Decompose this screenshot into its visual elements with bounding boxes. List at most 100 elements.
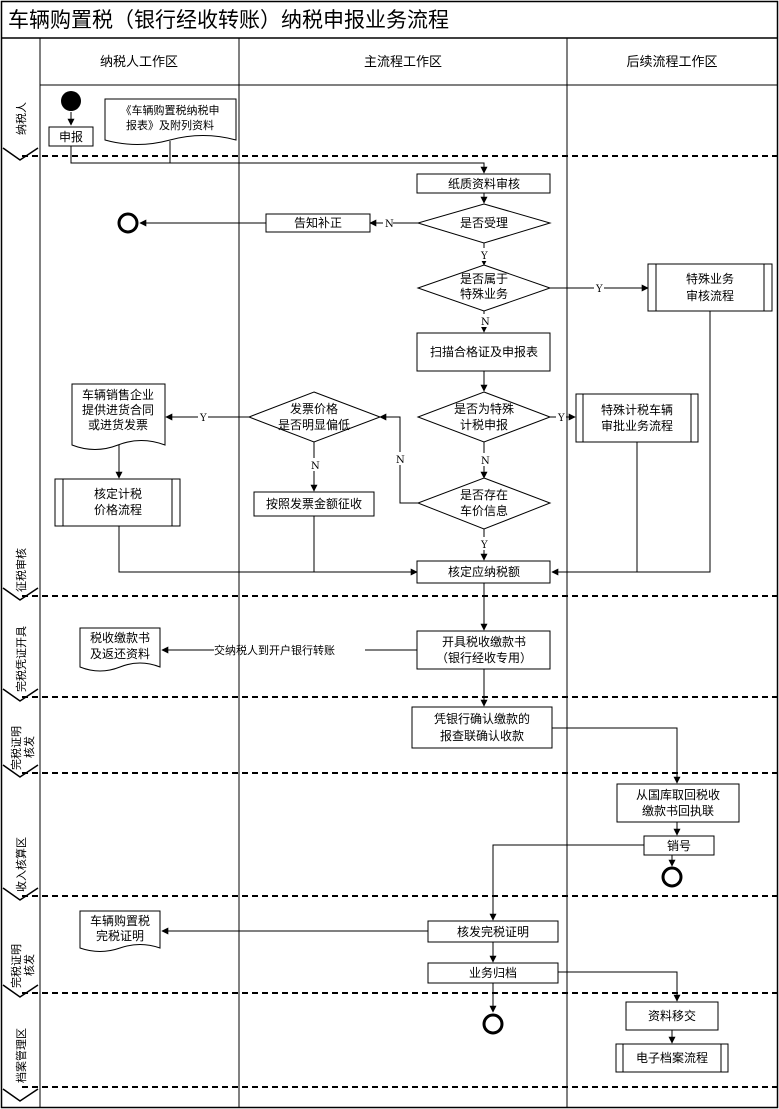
dealer-doc-line2: 提供进货合同 bbox=[82, 402, 154, 417]
lane-chevron-2 bbox=[2, 587, 39, 601]
edge-label-special-no: N bbox=[481, 317, 490, 328]
issue-cert-label: 核发完税证明 bbox=[457, 924, 529, 939]
edge-label-special-yes: Y bbox=[595, 284, 603, 295]
cancel-box bbox=[643, 835, 715, 856]
form-doc-line2: 报表》及附列资料 bbox=[126, 118, 214, 132]
e-archive-box bbox=[615, 1043, 729, 1073]
dealer-doc-line1: 车辆销售企业 bbox=[82, 387, 154, 402]
lane-chevron-3 bbox=[2, 688, 39, 702]
verify-price-line1: 核定计税 bbox=[94, 486, 142, 501]
special-tax-decision bbox=[416, 391, 552, 443]
edge-specialreview-calc bbox=[551, 311, 711, 576]
notify-fix-label: 告知补正 bbox=[294, 216, 342, 230]
bank-confirm-line1: 凭银行确认缴款的 bbox=[434, 711, 530, 726]
accept-decision bbox=[416, 203, 552, 244]
price-exists-line2: 车价信息 bbox=[460, 503, 508, 518]
lane-label-archive: 档案管理区 bbox=[14, 1028, 28, 1083]
cert-doc-line1: 车辆购置税 bbox=[90, 913, 150, 928]
edge-apply-review bbox=[70, 146, 488, 174]
cert-doc-line2: 完税证明 bbox=[96, 928, 144, 943]
bank-confirm-line2: 报查联确认收款 bbox=[440, 728, 524, 743]
archive-box bbox=[427, 962, 559, 984]
calc-tax-box bbox=[416, 560, 551, 584]
issue-voucher-box bbox=[416, 630, 551, 670]
end-node-1 bbox=[117, 212, 139, 234]
price-exists-decision bbox=[416, 477, 552, 530]
by-invoice-label: 按照发票金额征收 bbox=[266, 496, 362, 511]
column-head-taxpayer: 纳税人工作区 bbox=[100, 55, 178, 70]
lane-chevron-6 bbox=[2, 984, 39, 998]
paper-review-label: 纸质资料审核 bbox=[448, 176, 520, 191]
lane-label-tax-review: 征税审核 bbox=[14, 548, 28, 592]
lane-label-revenue: 收入核算区 bbox=[14, 837, 28, 892]
special-decision bbox=[416, 264, 552, 312]
column-head-main: 主流程工作区 bbox=[364, 55, 442, 70]
special-review-box bbox=[647, 263, 773, 312]
special-decision-line2: 特殊业务 bbox=[460, 286, 508, 301]
transfer-label: 资料移交 bbox=[648, 1008, 696, 1023]
apply-box bbox=[48, 126, 94, 147]
return-doc-line1: 税收缴款书 bbox=[90, 630, 150, 645]
paper-review-box bbox=[416, 173, 551, 194]
lane-label-cert-issue-1: 完税证明核发 bbox=[9, 726, 36, 770]
special-tax-flow-line2: 审批业务流程 bbox=[601, 418, 673, 433]
apply-label: 申报 bbox=[59, 129, 83, 144]
special-review-line1: 特殊业务 bbox=[686, 271, 734, 286]
end-node-2 bbox=[661, 866, 683, 888]
price-exists-line1: 是否存在 bbox=[460, 488, 508, 502]
issue-cert-box bbox=[427, 920, 559, 943]
archive-label: 业务归档 bbox=[469, 965, 517, 980]
scan-box bbox=[416, 332, 551, 372]
edge-label-invoice-yes: Y bbox=[199, 413, 207, 424]
special-review-line2: 审核流程 bbox=[686, 288, 734, 303]
form-doc-line1: 《车辆购置税纳税申 bbox=[121, 103, 220, 117]
lane-chevron-7 bbox=[2, 1088, 39, 1102]
form-doc-shape bbox=[104, 98, 237, 145]
dealer-doc-line3: 或进货发票 bbox=[88, 417, 148, 432]
cancel-label: 销号 bbox=[667, 839, 691, 853]
edge-label-price-no: N bbox=[396, 455, 405, 466]
treasury-line1: 从国库取回税收 bbox=[636, 787, 720, 802]
invoice-low-line1: 发票价格 bbox=[290, 401, 338, 416]
edge-archive-transfer bbox=[558, 971, 681, 1002]
return-doc-line2: 及返还资料 bbox=[90, 647, 150, 661]
e-archive-label: 电子档案流程 bbox=[636, 1050, 708, 1065]
end-node-3 bbox=[482, 1013, 504, 1035]
calc-tax-label: 核定应纳税额 bbox=[448, 564, 520, 579]
edge-cancel-cert bbox=[489, 844, 644, 921]
lane-label-taxpayer: 纳税人 bbox=[14, 102, 28, 135]
special-tax-flow-box bbox=[575, 393, 699, 443]
invoice-low-line2: 是否明显偏低 bbox=[278, 417, 350, 432]
special-tax-decision-line1: 是否为特殊 bbox=[454, 401, 514, 416]
edge-label-price-yes: Y bbox=[480, 540, 488, 551]
lane-chevron-1 bbox=[2, 147, 39, 161]
bank-confirm-box bbox=[411, 706, 553, 749]
edge-label-accept-no: N bbox=[385, 219, 394, 230]
special-tax-decision-line2: 计税申报 bbox=[460, 417, 508, 432]
notify-fix-box bbox=[265, 213, 371, 233]
edge-label-tax-yes: Y bbox=[557, 413, 565, 424]
lane-chevron-5 bbox=[2, 887, 39, 901]
edge-label-tax-no: N bbox=[481, 456, 490, 467]
cert-doc-shape bbox=[79, 910, 161, 952]
issue-voucher-line2: （银行经收专用） bbox=[436, 650, 532, 665]
by-invoice-box bbox=[253, 491, 375, 517]
column-head-followup: 后续流程工作区 bbox=[626, 55, 717, 70]
edge-label-invoice-no: N bbox=[311, 461, 320, 472]
edge-label-accept-yes: Y bbox=[480, 251, 488, 262]
verify-price-line2: 价格流程 bbox=[94, 502, 142, 517]
lane-label-cert-issue-2: 完税证明核发 bbox=[9, 944, 36, 988]
special-decision-line1: 是否属于 bbox=[460, 272, 508, 286]
special-tax-flow-line1: 特殊计税车辆 bbox=[601, 402, 673, 417]
edge-label-handover: 交纳税人到开户银行转账 bbox=[214, 643, 335, 657]
accept-decision-label: 是否受理 bbox=[460, 216, 508, 230]
treasury-box bbox=[616, 783, 740, 823]
treasury-line2: 缴款书回执联 bbox=[642, 803, 714, 818]
page-title: 车辆购置税（银行经收转账）纳税申报业务流程 bbox=[8, 8, 449, 32]
lane-label-cert-issue-1-line2: 核发 bbox=[22, 736, 36, 758]
dealer-doc-shape bbox=[71, 383, 166, 450]
edge-bank-treasury bbox=[552, 727, 681, 784]
lane-chevron-4 bbox=[2, 764, 39, 778]
